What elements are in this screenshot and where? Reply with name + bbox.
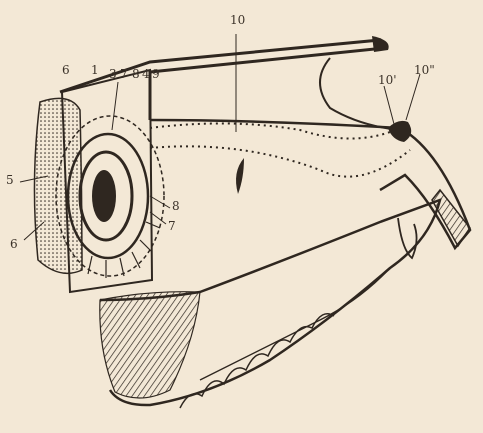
- label-8-right: 8: [172, 200, 180, 212]
- eye-lens: [92, 170, 116, 222]
- label-10: 10: [230, 14, 245, 26]
- label-5: 5: [6, 174, 14, 186]
- label-6-top: 6: [62, 64, 70, 76]
- label-10-double-prime: 10": [414, 64, 435, 76]
- label-3: 3: [109, 68, 117, 80]
- label-1: 1: [91, 64, 99, 76]
- label-7-top: 7: [120, 68, 128, 80]
- label-9: 9: [152, 68, 160, 80]
- label-8-top: 8: [132, 68, 140, 80]
- label-10-prime: 10': [378, 74, 397, 86]
- label-4: 4: [142, 68, 150, 80]
- left-tissue-texture: [34, 98, 82, 273]
- label-7-right: 7: [168, 220, 176, 232]
- label-6-bottom: 6: [10, 238, 18, 250]
